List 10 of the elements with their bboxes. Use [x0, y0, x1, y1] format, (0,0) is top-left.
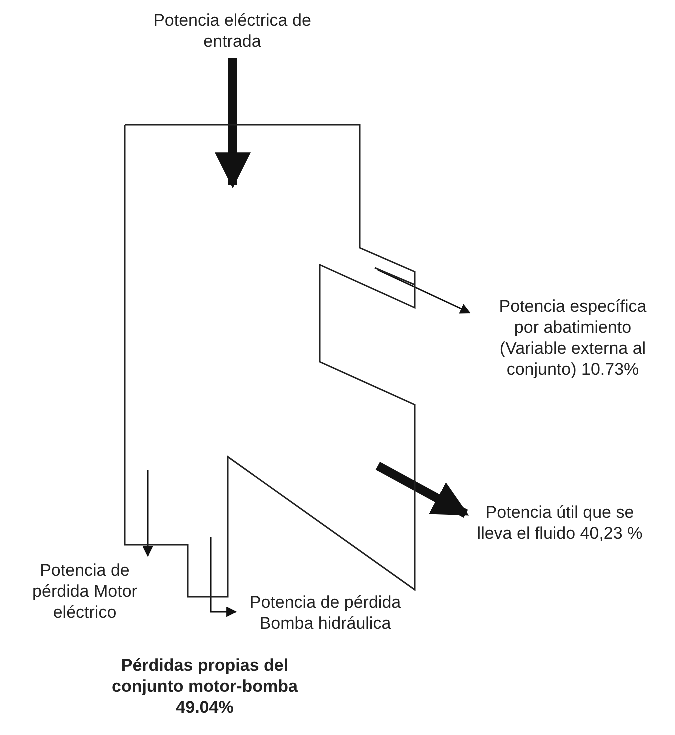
arrow: [378, 269, 471, 314]
input-label: Potencia eléctrica de entrada: [125, 10, 340, 54]
arrow: [142, 470, 154, 558]
loss-label: Potencia de pérdida Bomba hidráulica: [238, 592, 413, 636]
output-label: Potencia útil que se lleva el fluido 40,23 %: [470, 502, 650, 568]
arrow: [215, 58, 251, 189]
output-label: Potencia específica por abatimiento (Variable externa al conjunto) 10.73%: [478, 296, 668, 406]
total-loss-label: Pérdidas propias del conjunto motor-bomba 49.04%: [110, 655, 300, 718]
loss-label: Potencia de pérdida Motor eléctrico: [10, 560, 160, 626]
arrow: [376, 462, 470, 518]
